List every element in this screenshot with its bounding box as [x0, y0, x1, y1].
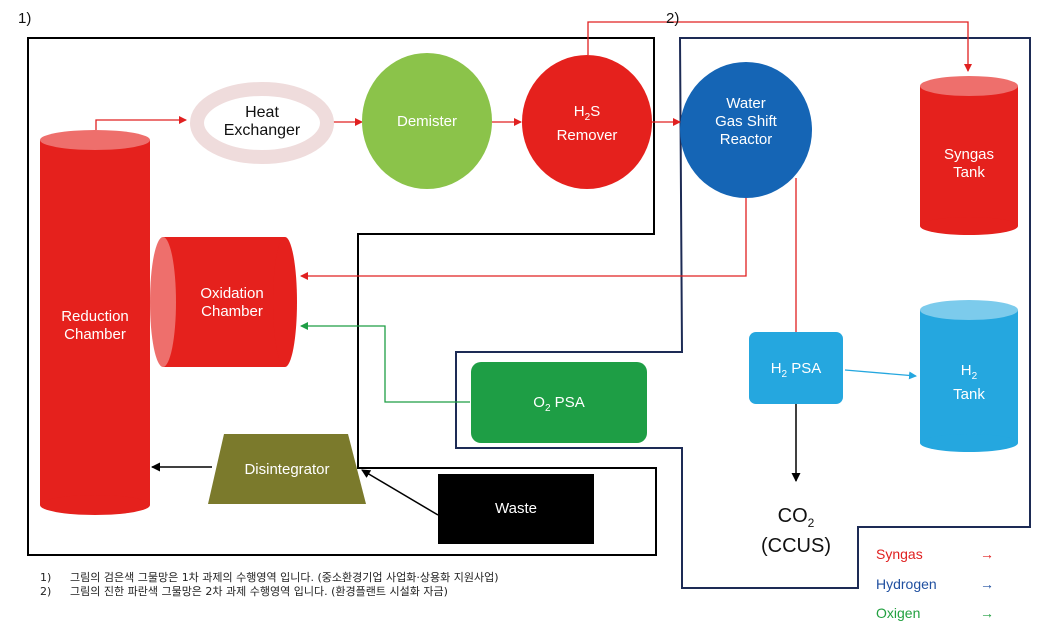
o2-psa-label: O2 PSA	[533, 394, 585, 414]
h2-tank-label: H2 Tank	[953, 362, 985, 403]
h2-tank	[920, 300, 1018, 452]
disintegrator-label: Disintegrator	[244, 461, 330, 478]
flow-h2psa-to-h2tank	[844, 369, 917, 380]
arrow-right-icon: →	[980, 576, 994, 592]
flow-waste-to-disintegrator	[361, 469, 439, 516]
demister-label: Demister	[396, 113, 457, 130]
h2-psa-label: H2 PSA	[770, 360, 822, 380]
flow-o2psa-to-oxidation	[300, 322, 470, 403]
h2s-remover-label: H2S Remover	[556, 103, 618, 144]
footnote-2: 2)그림의 진한 파란색 그물망은 2차 과제 수행영역 입니다. (환경플랜트…	[40, 585, 448, 598]
arrow-right-icon: →	[980, 605, 994, 621]
water-gas-shift-reactor	[680, 62, 812, 198]
region-2-boundary	[455, 37, 1031, 589]
o2-psa	[471, 362, 647, 443]
disintegrator	[208, 434, 366, 504]
oxidation-chamber	[150, 237, 297, 367]
co2-ccus-label: CO2 (CCUS)	[761, 505, 831, 557]
region-1-tag: 1)	[18, 10, 32, 27]
waste-label: Waste	[495, 500, 537, 517]
legend-hydrogen: Hydrogen→	[876, 576, 994, 592]
reduction-chamber	[40, 130, 150, 515]
heat-exchanger	[190, 82, 334, 164]
region-1-boundary	[27, 37, 657, 556]
waste	[438, 474, 594, 544]
flow-h2s-to-syngas-tank	[587, 21, 972, 72]
arrow-right-icon: →	[980, 546, 994, 562]
syngas-tank	[920, 76, 1018, 235]
footnote-1: 1)그림의 검은색 그물망은 1차 과제의 수행영역 입니다. (중소환경기업 …	[40, 571, 499, 584]
legend-oxigen: Oxigen→	[876, 605, 994, 621]
demister	[362, 53, 492, 189]
region-2-tag: 2)	[666, 10, 680, 27]
flow-reduction-to-heat	[95, 116, 187, 130]
legend-syngas: Syngas→	[876, 546, 994, 562]
h2-psa	[749, 332, 843, 404]
h2s-remover	[522, 55, 652, 189]
flow-wgs-to-oxidation	[300, 196, 747, 280]
